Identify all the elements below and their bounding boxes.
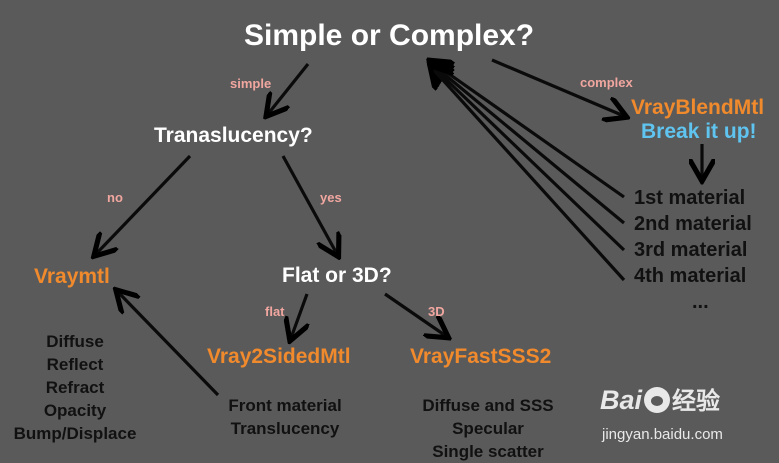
list-item: Opacity <box>43 401 107 420</box>
arrow-complex <box>491 58 624 116</box>
list-item: 3rd material <box>634 239 748 261</box>
edge-label-simple: simple <box>230 76 272 91</box>
translucency-question: Tranaslucency? <box>154 124 313 147</box>
break-it-up-note: Break it up! <box>641 120 757 143</box>
list-item: Refract <box>45 378 105 397</box>
vray2sided-properties: Front material Translucency <box>212 394 358 440</box>
baidu-url: jingyan.baidu.com <box>602 426 723 443</box>
blend-material-list: 1st material 2nd material 3rd material 4… <box>634 185 752 315</box>
arrow-yes <box>281 155 337 254</box>
arrow-no <box>96 154 192 254</box>
list-item: Reflect <box>46 355 104 374</box>
vraymtl-properties: Diffuse Reflect Refract Opacity Bump/Dis… <box>4 330 146 445</box>
list-item: 1st material <box>634 187 746 209</box>
arrow-fourth-back <box>432 68 626 282</box>
arrow-flat <box>291 293 307 338</box>
vraymtl-node: Vraymtl <box>34 265 110 288</box>
list-item: Front material <box>228 396 342 415</box>
list-item: Specular <box>452 419 524 438</box>
list-item: 2nd material <box>634 213 752 235</box>
diagram-title: Simple or Complex? <box>244 19 535 52</box>
baidu-logo-suffix: 经验 <box>672 388 721 415</box>
edge-label-flat: flat <box>265 304 285 319</box>
baidu-logo-text: Bai <box>600 385 643 415</box>
list-item: Single scatter <box>432 442 544 461</box>
vray2sidedmtl-node: Vray2SidedMtl <box>207 345 351 368</box>
edge-label-3d: 3D <box>428 304 445 319</box>
arrow-front-to-vraymtl <box>118 292 220 397</box>
arrow-third-back <box>432 66 626 252</box>
arrow-second-back <box>432 64 626 225</box>
vrayfastsss2-node: VrayFastSSS2 <box>410 345 552 368</box>
list-item: Translucency <box>230 419 340 438</box>
list-item: Diffuse and SSS <box>422 396 554 415</box>
edge-label-complex: complex <box>580 75 633 90</box>
arrow-3d <box>384 292 446 336</box>
vrayfastsss2-properties: Diffuse and SSS Specular Single scatter <box>408 394 568 463</box>
list-item: Bump/Displace <box>13 424 137 443</box>
list-item: Diffuse <box>46 332 104 351</box>
paw-icon <box>644 387 671 413</box>
vrayblendmtl-node: VrayBlendMtl <box>631 96 765 119</box>
arrow-simple <box>268 63 310 114</box>
arrow-first-back <box>432 62 625 199</box>
flat-or-3d-question: Flat or 3D? <box>282 264 392 287</box>
list-item: ... <box>692 291 709 313</box>
list-item: 4th material <box>634 265 747 287</box>
baidu-watermark: Bai 经验 <box>600 381 720 416</box>
edge-label-yes: yes <box>320 190 342 205</box>
edge-label-no: no <box>107 190 123 205</box>
